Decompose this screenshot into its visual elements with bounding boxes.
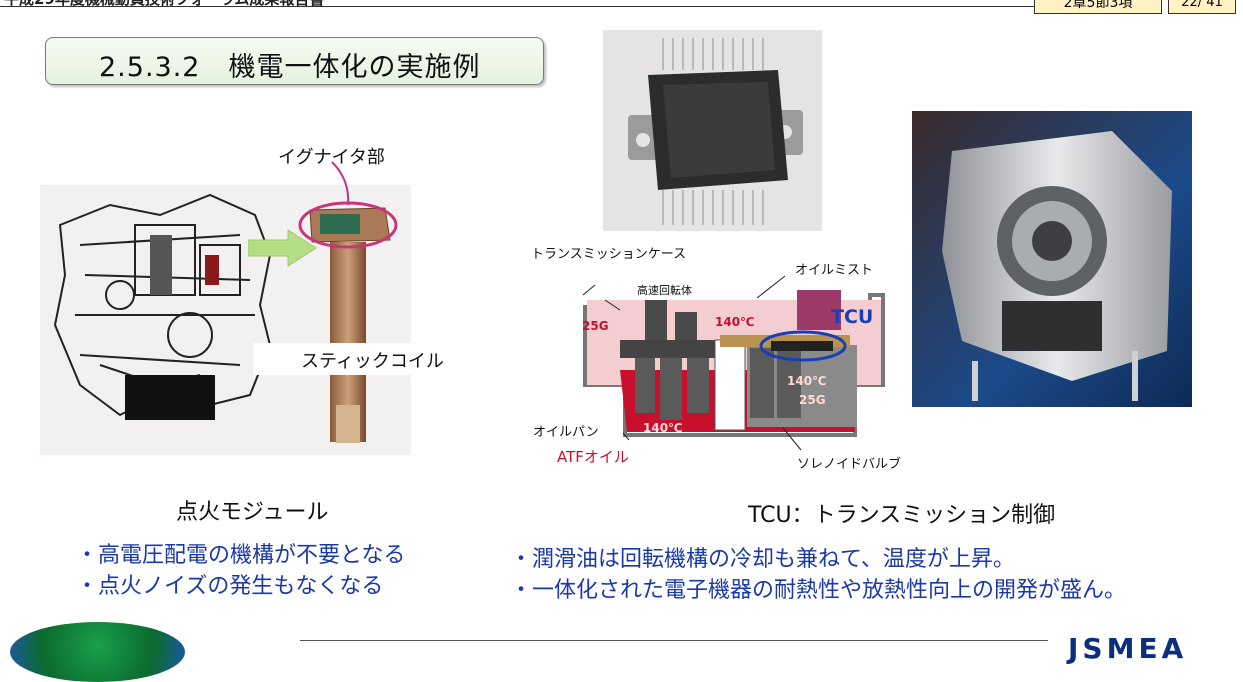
label-rotor: 高速回転体 <box>637 283 692 297</box>
tcu-caption: TCU：トランスミッション制御 <box>748 503 1056 528</box>
label-atf: ATFオイル <box>557 448 629 466</box>
section-title-box <box>45 37 544 85</box>
stick-coil-label: スティックコイル <box>301 351 444 372</box>
transmission-photo <box>912 111 1192 407</box>
stick-coil-label-bg <box>253 343 473 375</box>
organization-logo <box>10 622 185 682</box>
label-oil-pan: オイルパン <box>533 425 599 440</box>
label-25g-left: 25G <box>582 319 609 333</box>
bullet-right-2: ・一体化された電子機器の耐熱性や放熱性向上の開発が盛ん。 <box>510 578 1127 603</box>
igniter-label: イグナイタ部 <box>278 147 385 168</box>
igniter-leader-line <box>331 161 350 206</box>
section-badge: 2章5節3項 <box>1034 0 1162 14</box>
label-case: トランスミッションケース <box>531 247 686 262</box>
transmission-diagram: トランスミッションケース 高速回転体 オイルミスト TCU 25G 140℃ 1… <box>531 247 901 470</box>
tcu-chip-photo <box>603 30 822 231</box>
section-title: 2.5.3.2 機電一体化の実施例 <box>99 52 481 83</box>
stick-coil-image <box>298 201 398 443</box>
bullet-left-2: ・点火ノイズの発生もなくなる <box>76 574 384 599</box>
footer-logo-text: JSMEA <box>1068 632 1188 665</box>
header-rule <box>0 6 1040 7</box>
label-oil-mist: オイルミスト <box>795 263 873 278</box>
footer-rule <box>300 640 1048 641</box>
page-number: 22/ 41 <box>1168 0 1236 14</box>
label-temp-top: 140℃ <box>715 315 755 329</box>
label-temp-bottom: 140℃ <box>643 421 683 435</box>
label-25g-right: 25G <box>799 393 826 407</box>
label-solenoid: ソレノイドバルブ <box>797 456 901 470</box>
ignition-module-caption: 点火モジュール <box>176 500 329 525</box>
document-header: 平成29年度機械動員技術フォーラム成果報告書 <box>4 0 324 9</box>
pointer-arrow <box>248 229 317 267</box>
label-tcu: TCU <box>831 306 873 328</box>
bullet-left-1: ・高電圧配電の機構が不要となる <box>76 543 406 568</box>
label-temp-right: 140℃ <box>787 374 827 388</box>
bullet-right-1: ・潤滑油は回転機構の冷却も兼ねて、温度が上昇。 <box>510 547 1015 572</box>
